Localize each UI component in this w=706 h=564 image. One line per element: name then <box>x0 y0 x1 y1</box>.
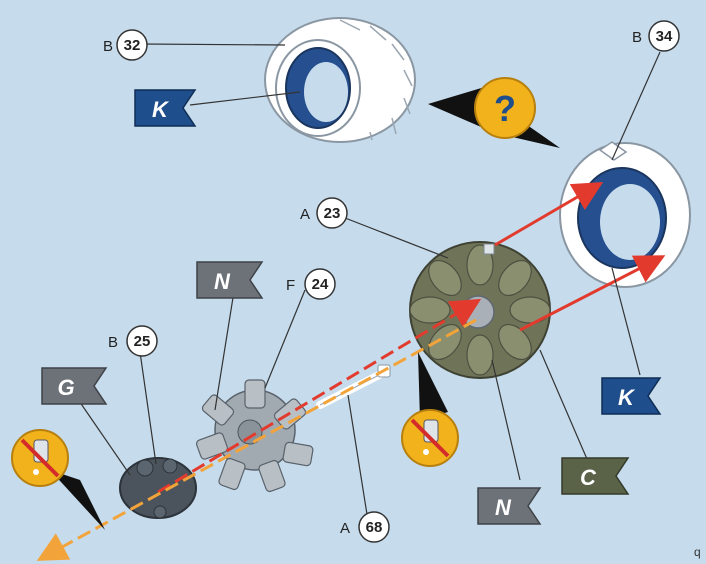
engine-plate-a23 <box>409 241 551 379</box>
ref-letter: F <box>286 277 295 294</box>
flag-shape <box>134 89 197 127</box>
leader-lines <box>74 43 661 528</box>
ref-letter: B <box>632 29 642 46</box>
flag-n-bottom: N <box>477 487 542 525</box>
flag-letter: K <box>152 97 170 122</box>
question-mark: ? <box>494 88 516 129</box>
ref-number: 34 <box>656 28 673 45</box>
arrow-shaft-red <box>157 298 482 494</box>
flag-k-top: K <box>134 89 197 127</box>
arrow-shaft-orange <box>36 318 477 561</box>
no-grease-icon-left <box>11 429 105 530</box>
ref-letter: A <box>300 206 310 223</box>
flag-letter: C <box>580 465 597 490</box>
ref-badge-b25: B 25 <box>108 325 158 357</box>
arrow-plate-to-ring-bottom <box>519 255 666 332</box>
part-b25 <box>119 457 197 519</box>
engine-f24 <box>195 379 314 493</box>
ref-badge-f24: F 24 <box>286 268 336 300</box>
ref-number: 32 <box>124 37 141 54</box>
ref-badge-b34: B 34 <box>632 20 680 52</box>
flag-shape <box>601 377 662 415</box>
flag-shape <box>196 261 264 299</box>
ref-number: 24 <box>312 276 329 293</box>
cowling-ring-b32 <box>264 17 416 143</box>
question-hint-icon: ? <box>428 77 560 148</box>
ref-letter: B <box>108 334 118 351</box>
ref-badge-a23: A 23 <box>300 197 348 229</box>
flag-letter: K <box>618 385 636 410</box>
ref-letter: B <box>103 38 113 55</box>
cowling-ring-b34 <box>559 141 691 288</box>
ref-badge-a68: A 68 <box>340 511 390 543</box>
no-grease-icon-center <box>401 352 459 467</box>
ref-number: 23 <box>324 205 341 222</box>
flag-k-right: K <box>601 377 662 415</box>
flag-letter: N <box>214 269 231 294</box>
flag-n-top: N <box>196 261 264 299</box>
ref-letter: A <box>340 520 350 537</box>
flag-g: G <box>41 367 108 405</box>
flag-shape <box>41 367 108 405</box>
ref-number: 68 <box>366 519 383 536</box>
arrow-plate-to-ring-top <box>494 181 604 247</box>
flag-shape <box>477 487 542 525</box>
flag-c: C <box>561 457 630 495</box>
ref-number: 25 <box>134 333 151 350</box>
flag-shape <box>561 457 630 495</box>
page-corner-mark: q <box>694 545 701 559</box>
ref-badge-b32: B 32 <box>103 29 148 61</box>
flag-letter: N <box>495 495 512 520</box>
flag-letter: G <box>57 375 74 400</box>
assembly-arrows <box>36 181 666 561</box>
